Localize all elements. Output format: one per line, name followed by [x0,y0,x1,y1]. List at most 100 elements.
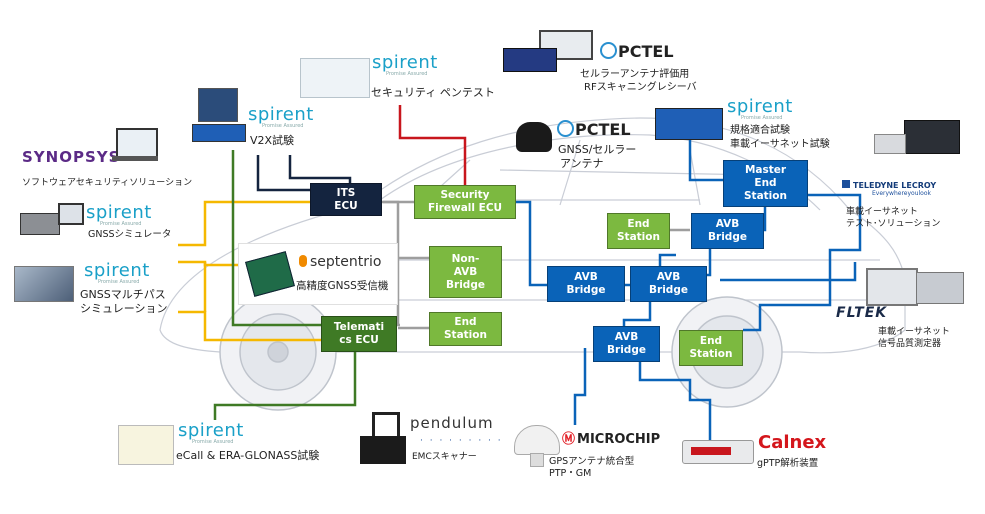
calnex-logo: Calnex [758,432,827,453]
septentrio-panel: septentrio 高精度GNSS受信機 [238,243,398,305]
gnss-sim-box [20,213,60,235]
emc-label: EMCスキャナー [412,452,477,462]
teledyne-icon [842,180,850,188]
pctel-antenna-device [516,122,552,152]
scope-module [874,134,906,154]
spirent-tagline: Promise Assured [262,123,304,129]
fltek-label-2: 信号品質測定器 [878,339,942,349]
conformance-label-1: 規格適合試験 [730,125,790,136]
pctel-wordmark: PCTEL [618,42,674,61]
spirent-wordmark: spirent [727,96,793,117]
end-station-2-line2: Station [617,231,660,243]
gps-antenna-device [514,425,560,467]
end-station-3-line1: End [699,335,723,347]
gnss-simulator-device [20,203,84,235]
pctel-logo-antenna: PCTEL [557,120,631,139]
avb-top-line1: AVB [715,218,740,230]
avb-mid-line1: AVB [656,271,681,283]
gps-mount [530,453,544,467]
its-ecu-line1: ITS [336,186,356,199]
v2x-chassis [192,124,246,142]
tele-line2: cs ECU [339,334,379,346]
avb-left-line1: AVB [574,271,598,283]
v2x-tester-device [192,88,246,144]
v2x-monitor [198,88,238,122]
pendulum-dots-icon: · · · · · · · · · [420,436,503,446]
spirent-wordmark: spirent [248,104,314,125]
spirent-wordmark: spirent [84,260,150,281]
fltek-unit [916,272,964,304]
gnss-mp-label-1: GNSSマルチパス [80,288,166,301]
spirent-tagline: Promise Assured [98,279,140,285]
spirent-logo-conformance: spirent Promise Assured [727,96,793,121]
emc-base [360,436,406,464]
synopsys-wordmark: SYNOPSYS [22,148,121,166]
calnex-panel-strip [691,447,731,455]
security-pentest-label: セキュリティ ペンテスト [371,86,495,99]
septentrio-label: 高精度GNSS受信機 [296,280,389,292]
spirent-logo-ecall: spirent Promise Assured [178,420,244,445]
scope-screen [904,120,960,154]
microchip-icon: Ⓜ [562,432,576,447]
spirent-tagline: Promise Assured [192,439,234,445]
septentrio-board [245,251,295,297]
avb-bottom-line2: Bridge [607,344,646,356]
avb-mid-line2: Bridge [649,284,688,296]
emc-gantry [372,412,400,439]
emc-scanner-device [360,412,406,468]
synopsys-logo: SYNOPSYS [22,148,132,166]
spirent-logo-gnss-sim: spirent Promise Assured [86,202,152,227]
nonavb-line3: Bridge [446,278,485,291]
pctel-scanner-device [503,30,593,72]
laptop-base [112,156,158,161]
avb-left-line2: Bridge [566,284,606,296]
ecall-screenshot [118,425,174,465]
gnss-multipath-image [14,266,74,302]
spirent-logo-security: spirent Promise Assured [372,52,438,77]
gps-dome [514,425,560,455]
gnss-sim-label: GNSSシミュレータ [88,229,172,240]
teledyne-scope-device [874,120,960,172]
end-station-3-line2: Station [689,348,733,360]
septentrio-logo: septentrio [299,254,381,270]
end-station-1-line1: End [454,316,477,328]
nonavb-line1: Non- [451,252,480,265]
spirent-wordmark: spirent [178,420,244,441]
telematics-links [213,150,357,420]
wheel-left [219,293,337,411]
v2x-label: V2X試験 [250,134,295,147]
master-line2: End [754,177,777,189]
pctel-rf-label-1: セルラーアンテナ評価用 [580,69,690,80]
spirent-tagline: Promise Assured [386,71,428,77]
spirent-tagline: Promise Assured [741,115,783,121]
fltek-label-1: 車載イーサネット [878,327,950,337]
teledyne-label-2: テスト･ソリューション [846,219,941,229]
conformance-chassis-device [655,108,723,140]
septentrio-icon [299,255,307,267]
pctel-wordmark: PCTEL [575,120,631,139]
gnss-links [178,200,321,342]
spirent-wordmark: spirent [86,202,152,223]
spirent-logo-multipath: spirent Promise Assured [84,260,150,285]
spirent-wordmark: spirent [372,52,438,73]
gnss-sim-monitor [58,203,84,225]
end-station-1-line2: Station [444,329,487,341]
master-line1: Master [744,164,787,176]
v2x-links [256,155,352,192]
sec-line2: Firewall ECU [427,202,503,214]
teledyne-wordmark: TELEDYNE LECROY [853,181,937,190]
pctel-receiver [503,48,557,72]
master-line3: Station [744,190,787,202]
spirent-tagline: Promise Assured [100,221,142,227]
